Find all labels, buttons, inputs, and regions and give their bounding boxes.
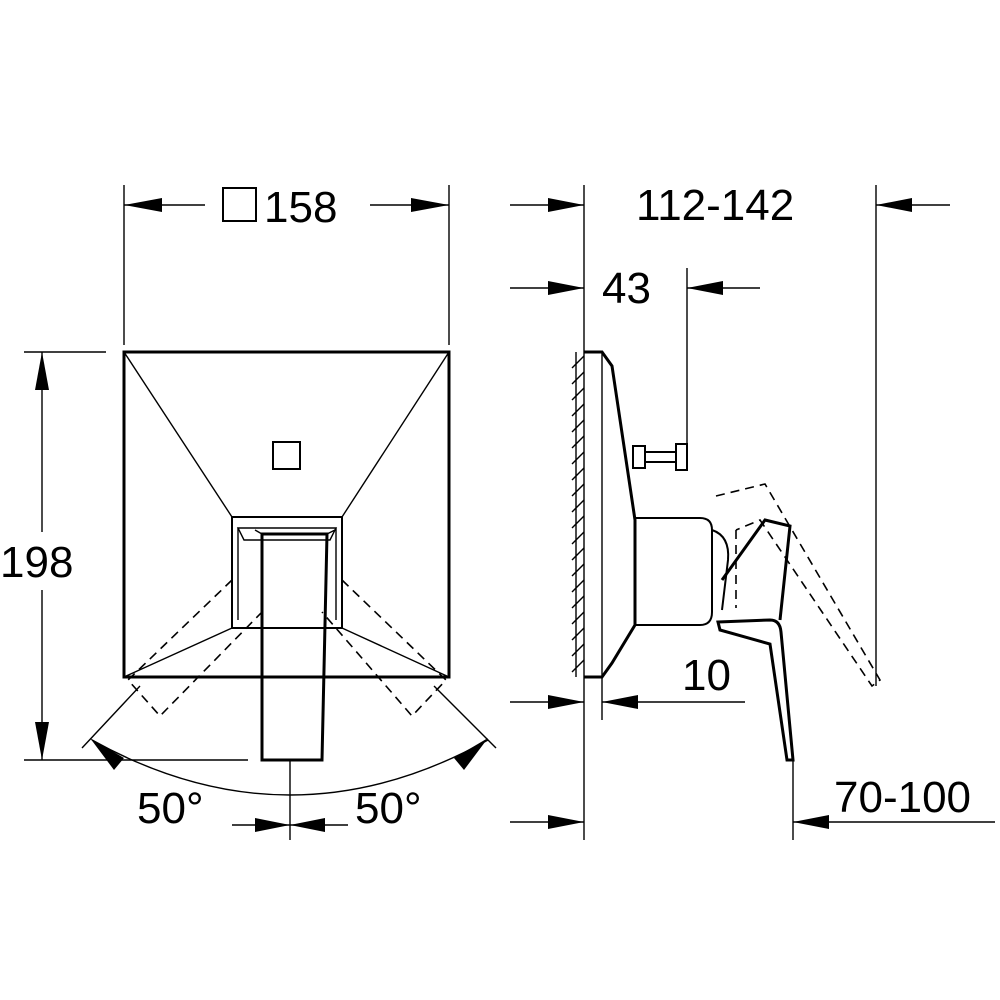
depth-10-label: 10	[682, 651, 731, 700]
lever-raised-position	[715, 483, 882, 688]
width-label: 158	[264, 183, 337, 232]
angle-dimension: 50° 50°	[90, 738, 488, 833]
lever-range-label: 70-100	[834, 773, 971, 822]
height-dimension: 198	[0, 351, 248, 761]
side-dimensions: 112-142 43 10 70-100	[510, 181, 995, 840]
depth-range-label: 112-142	[636, 181, 794, 230]
side-view	[571, 185, 882, 840]
wall-hatching	[571, 352, 585, 677]
lever-profile	[716, 618, 795, 762]
width-dimension: 158	[123, 183, 450, 345]
diverter-stem	[632, 443, 688, 471]
trim-plate	[122, 350, 451, 679]
depth-43-label: 43	[602, 264, 651, 313]
square-symbol	[222, 187, 257, 222]
height-label: 198	[0, 538, 73, 587]
front-view	[81, 350, 497, 840]
diverter-knob	[272, 441, 301, 470]
trim-profile	[584, 350, 637, 679]
valve-body	[635, 517, 713, 626]
lever-handle	[260, 532, 329, 762]
angle-right-label: 50°	[355, 784, 422, 833]
lever-housing	[231, 516, 343, 629]
angle-left-label: 50°	[137, 784, 204, 833]
